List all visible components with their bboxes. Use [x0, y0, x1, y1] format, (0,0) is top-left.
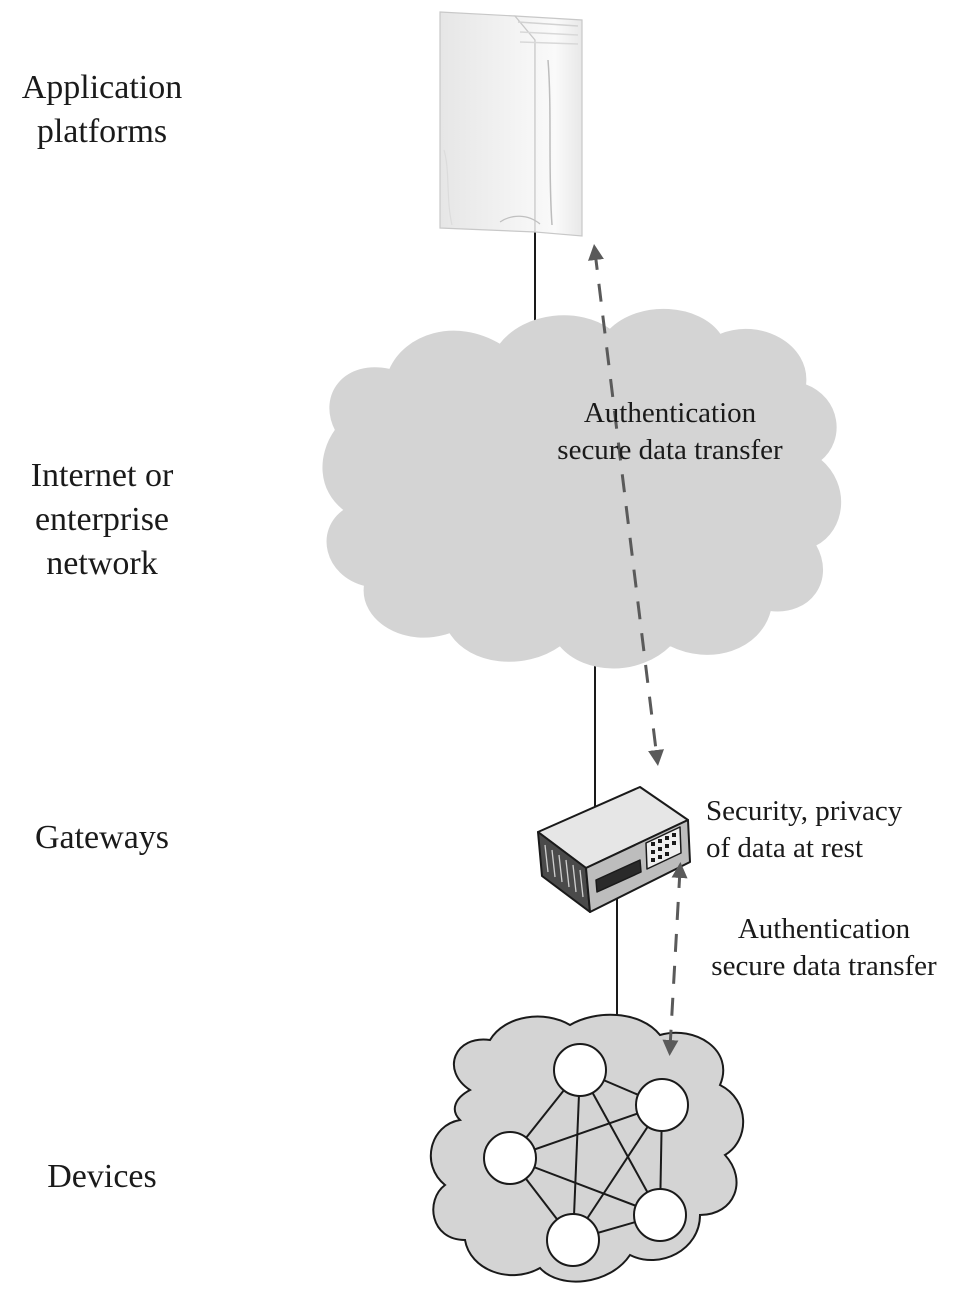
device-node [546, 1213, 600, 1267]
device-node [635, 1078, 689, 1132]
gateway-appliance-icon [537, 786, 691, 913]
annotation-upper-transfer: Authentication secure data transfer [557, 397, 783, 466]
label-gateways: Gateways [34, 819, 170, 856]
device-node [483, 1131, 537, 1185]
upper-transfer-arrow [588, 244, 664, 766]
device-node [553, 1043, 607, 1097]
label-internet-network: Internet or enterprise network [30, 457, 174, 582]
label-application-platforms: Application platforms [21, 69, 183, 150]
label-devices: Devices [47, 1158, 157, 1195]
annotation-lower-transfer: Authentication secure data transfer [711, 913, 937, 982]
device-node [633, 1188, 687, 1242]
annotation-gateway-security: Security, privacy of data at rest [706, 795, 903, 864]
network-cloud-icon [322, 309, 842, 669]
lower-transfer-arrow [662, 862, 688, 1056]
server-tower-icon [439, 11, 583, 237]
device-mesh-cloud-icon [429, 1013, 745, 1283]
